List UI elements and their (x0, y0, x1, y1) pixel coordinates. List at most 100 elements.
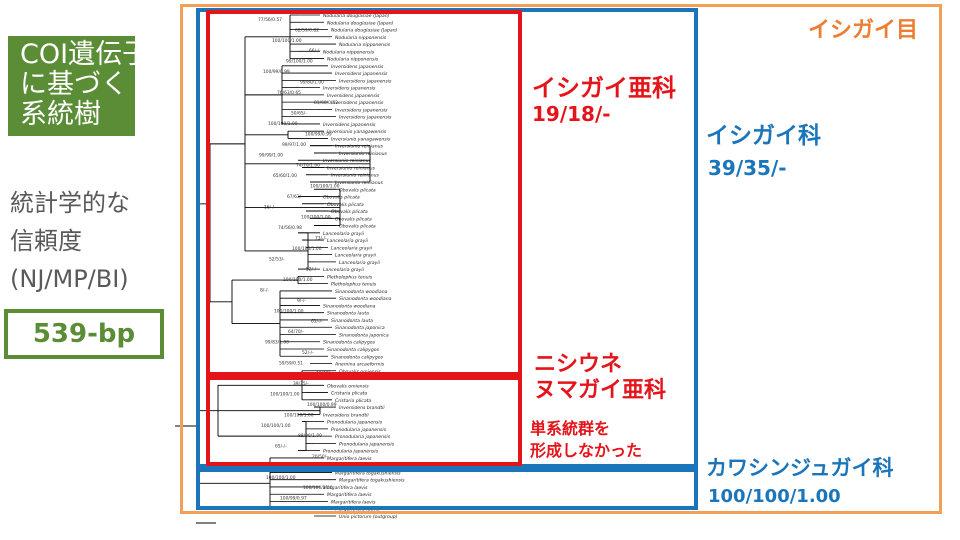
taxon-label: Inversiunio reinianus (331, 173, 380, 179)
taxon-label: Margaritifera laevis (331, 499, 376, 505)
node-support-label: 9/-/- (297, 298, 306, 304)
node-support-label: 81/60/0.63 (314, 100, 338, 106)
reliability-text: 統計学的な 信頼度 (NJ/MP/BI) (10, 184, 130, 298)
node-support-label: 100/100/1.00 (266, 475, 296, 481)
taxon-label: Inversiunio reinianus (335, 144, 384, 150)
taxon-label: Inversiunio reinianus (335, 180, 384, 186)
taxon-label: Pletholophus tenuis (327, 274, 373, 280)
node-support-label: 62/59/0.82 (295, 27, 319, 33)
taxon-label: Obovalis plicata (339, 224, 376, 230)
taxon-label: Nodularia nipponensis (327, 57, 379, 63)
taxon-label: Nodularia nipponensis (323, 49, 375, 55)
order-label: イシガイ目 (808, 18, 919, 43)
subfamily-2-label: ニシウネ ヌマガイ亜科 (534, 352, 666, 404)
subfamily-1-label: イシガイ亜科 (532, 74, 676, 102)
node-support-label: 52/-/- (302, 350, 314, 356)
taxon-label: Inversiunio yanagawensis (331, 136, 391, 142)
subfamily-2-note: 単系統群を 形成しなかった (530, 418, 642, 462)
node-support-label: 61/-/- (311, 319, 323, 325)
taxon-label: Lanceolaria grayii (339, 260, 381, 266)
node-support-label: 66/-/- (309, 48, 321, 54)
family-2-support: 100/100/1.00 (708, 486, 841, 507)
node-support-label: 64/70/- (288, 329, 304, 335)
taxon-label: Sinanodonta lauta (331, 318, 373, 324)
order-box (180, 4, 942, 514)
node-support-label: 59/59/0.51 (279, 360, 303, 366)
subfamily-2-line-2: ヌマガイ亜科 (534, 378, 667, 403)
taxon-label: Inversiunio reinianus (323, 158, 372, 164)
taxon-label: Inversidens japanensis (327, 93, 380, 99)
taxon-label: Sinanodonta woodiana (339, 296, 392, 302)
taxon-label: Nodularia douglasiae (Japan) (327, 20, 394, 26)
node-support-label: 100/100/1.00 (274, 308, 304, 314)
node-support-label: 100/100/1.00 (283, 277, 313, 283)
node-support-label: 100/100/1.00 (310, 183, 340, 189)
title-line-3: 系統樹 (20, 99, 101, 130)
node-support-label: 100/100/1.00 (292, 246, 322, 252)
taxon-label: Margaritifera laevis (323, 485, 368, 491)
subfamily-1-box (206, 10, 522, 376)
taxon-label: Sinanodonta japonica (335, 325, 385, 331)
node-support-label: 99/99/1.00 (259, 152, 283, 158)
taxon-label: Cristaria plicata (331, 391, 367, 397)
taxon-label: Nodularia douglasiae (Japan) (331, 28, 398, 34)
node-support-label: 65/60/1.00 (273, 173, 297, 179)
subfamily-2-line-1: ニシウネ (534, 352, 623, 377)
subfamily-1-support: 19/18/- (532, 102, 611, 126)
taxon-label: Obovalis omiensis (327, 383, 369, 389)
node-support-label: 99/97/1.00 (282, 142, 306, 148)
node-support-label: 73/-/- (315, 235, 327, 241)
taxon-label: Lanceolaria grayii (323, 231, 365, 237)
node-support-label: 99/100/1.00 (286, 59, 313, 65)
taxon-label: Inversidens japanensis (323, 86, 376, 92)
node-support-label: 16/-/- (264, 204, 276, 210)
node-support-label: 74/56/0.98 (278, 225, 302, 231)
taxon-label: Nodularia nipponensis (339, 42, 391, 48)
taxon-label: Obovalis plicata (327, 202, 364, 208)
family-2-label: カワシンジュガイ科 (706, 456, 894, 480)
taxon-label: Obovalis plicata (339, 187, 376, 193)
taxon-label: Anemina arcaeformis (334, 362, 385, 368)
taxon-label: Margaritifera laevis (327, 492, 372, 498)
taxon-label: Inversiunio reinianus (339, 151, 388, 157)
node-support-label: 100/99/0.99 (263, 69, 290, 75)
taxon-label: Inversiunio yanagawensis (327, 129, 387, 135)
taxon-label: Nodularia nipponensis (335, 35, 387, 41)
subfamily-2-box (206, 376, 522, 466)
taxon-label: Obovalis plicata (335, 216, 372, 222)
node-support-label: 100/100/1.00 (301, 215, 331, 221)
taxon-label: Unio pictorum (outgroup) (339, 514, 398, 520)
node-support-label: 20/50/- (312, 454, 328, 460)
subfamily-2-note-line-2: 形成しなかった (530, 441, 643, 460)
node-support-label: 100/100/1.00 (272, 38, 302, 44)
node-support-label: 52/-/- (306, 267, 318, 273)
stat-line-1: 統計学的な (10, 189, 130, 217)
subfamily-2-note-line-1: 単系統群を (530, 419, 611, 438)
family-2-box (196, 468, 698, 510)
taxon-label: Margaritifera togakushiensis (339, 478, 405, 484)
taxon-label: Lanceolaria grayii (327, 238, 369, 244)
taxon-label: Sinanodonta woodiana (335, 289, 388, 295)
node-support-label: 8/-/- (260, 288, 269, 294)
family-1-label: イシガイ科 (706, 123, 821, 149)
title-line-1: COI遺伝子 (20, 39, 150, 70)
taxon-label: Inversidens japanensis (335, 71, 388, 77)
node-support-label: 76/63/0.65 (277, 90, 301, 96)
stat-line-3: (NJ/MP/BI) (10, 265, 129, 293)
node-support-label: 65/-/- (275, 444, 287, 450)
taxon-label: Inversidens brandtii (323, 412, 369, 418)
taxon-label: Pronodularia japanensis (339, 441, 395, 447)
node-support-label: 50/65/- (291, 111, 307, 117)
taxon-label: Pletholophus tenuis (331, 282, 377, 288)
node-support-label: 100/100/1.00 (284, 412, 314, 418)
taxon-label: Inversidens japanensis (339, 115, 392, 121)
node-support-label: 100/100/1.00 (303, 485, 333, 491)
taxon-label: Lanceolaria grayii (323, 267, 365, 273)
stat-line-2: 信頼度 (10, 227, 82, 255)
taxon-label: Inversidens japanensis (331, 100, 384, 106)
taxon-label: Lanceolaria grayii (331, 245, 373, 251)
node-support-label: 88/90/1.00 (298, 433, 322, 439)
taxon-label: Sinanodonta calipygos (323, 340, 376, 346)
node-support-label: 100/100/1.00 (268, 121, 298, 127)
node-support-label: 100/100/1.00 (270, 392, 300, 398)
